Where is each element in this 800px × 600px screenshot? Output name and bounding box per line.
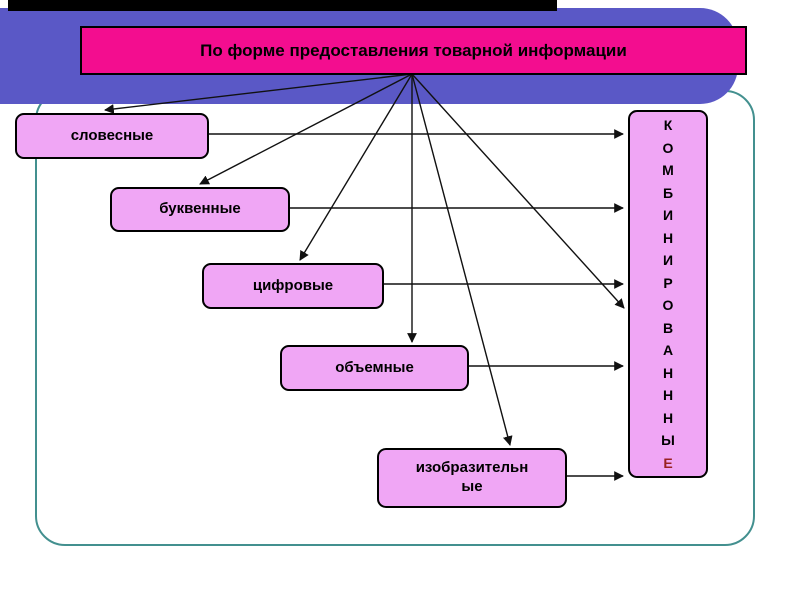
combined-letter: Н — [662, 387, 674, 404]
node-obemnye: объемные — [280, 345, 469, 391]
node-bukvennye: буквенные — [110, 187, 290, 232]
node-label: цифровые — [252, 276, 334, 294]
node-label: словесные — [70, 126, 154, 144]
combined-letter: В — [662, 319, 674, 336]
node-izobrazitelnye: изобразительн ые — [377, 448, 567, 508]
diagram-title-text: По форме предоставления товарной информа… — [200, 40, 627, 60]
combined-letter: Ы — [661, 432, 675, 449]
diagram-title: По форме предоставления товарной информа… — [80, 26, 747, 75]
combined-letter: А — [662, 342, 674, 359]
combined-letter: Н — [662, 229, 674, 246]
combined-letter: К — [663, 117, 673, 133]
node-cifrovye: цифровые — [202, 263, 384, 309]
combined-letter: Р — [663, 274, 673, 291]
combined-letter: О — [662, 297, 674, 314]
combined-letter: Б — [662, 184, 674, 201]
combined-letter: И — [662, 207, 674, 224]
node-label: объемные — [335, 358, 414, 376]
decorative-top-bar — [8, 0, 557, 11]
combined-letter: Н — [662, 364, 674, 381]
combined-letter: Е — [663, 454, 673, 471]
combined-letter: О — [662, 139, 674, 156]
combined-letter: И — [662, 252, 674, 269]
node-slovesnye: словесные — [15, 113, 209, 159]
combined-letter: М — [662, 162, 674, 179]
node-label: буквенные — [159, 200, 241, 218]
combined-letter: Н — [662, 409, 674, 426]
node-label: изобразительн ые — [415, 459, 529, 495]
